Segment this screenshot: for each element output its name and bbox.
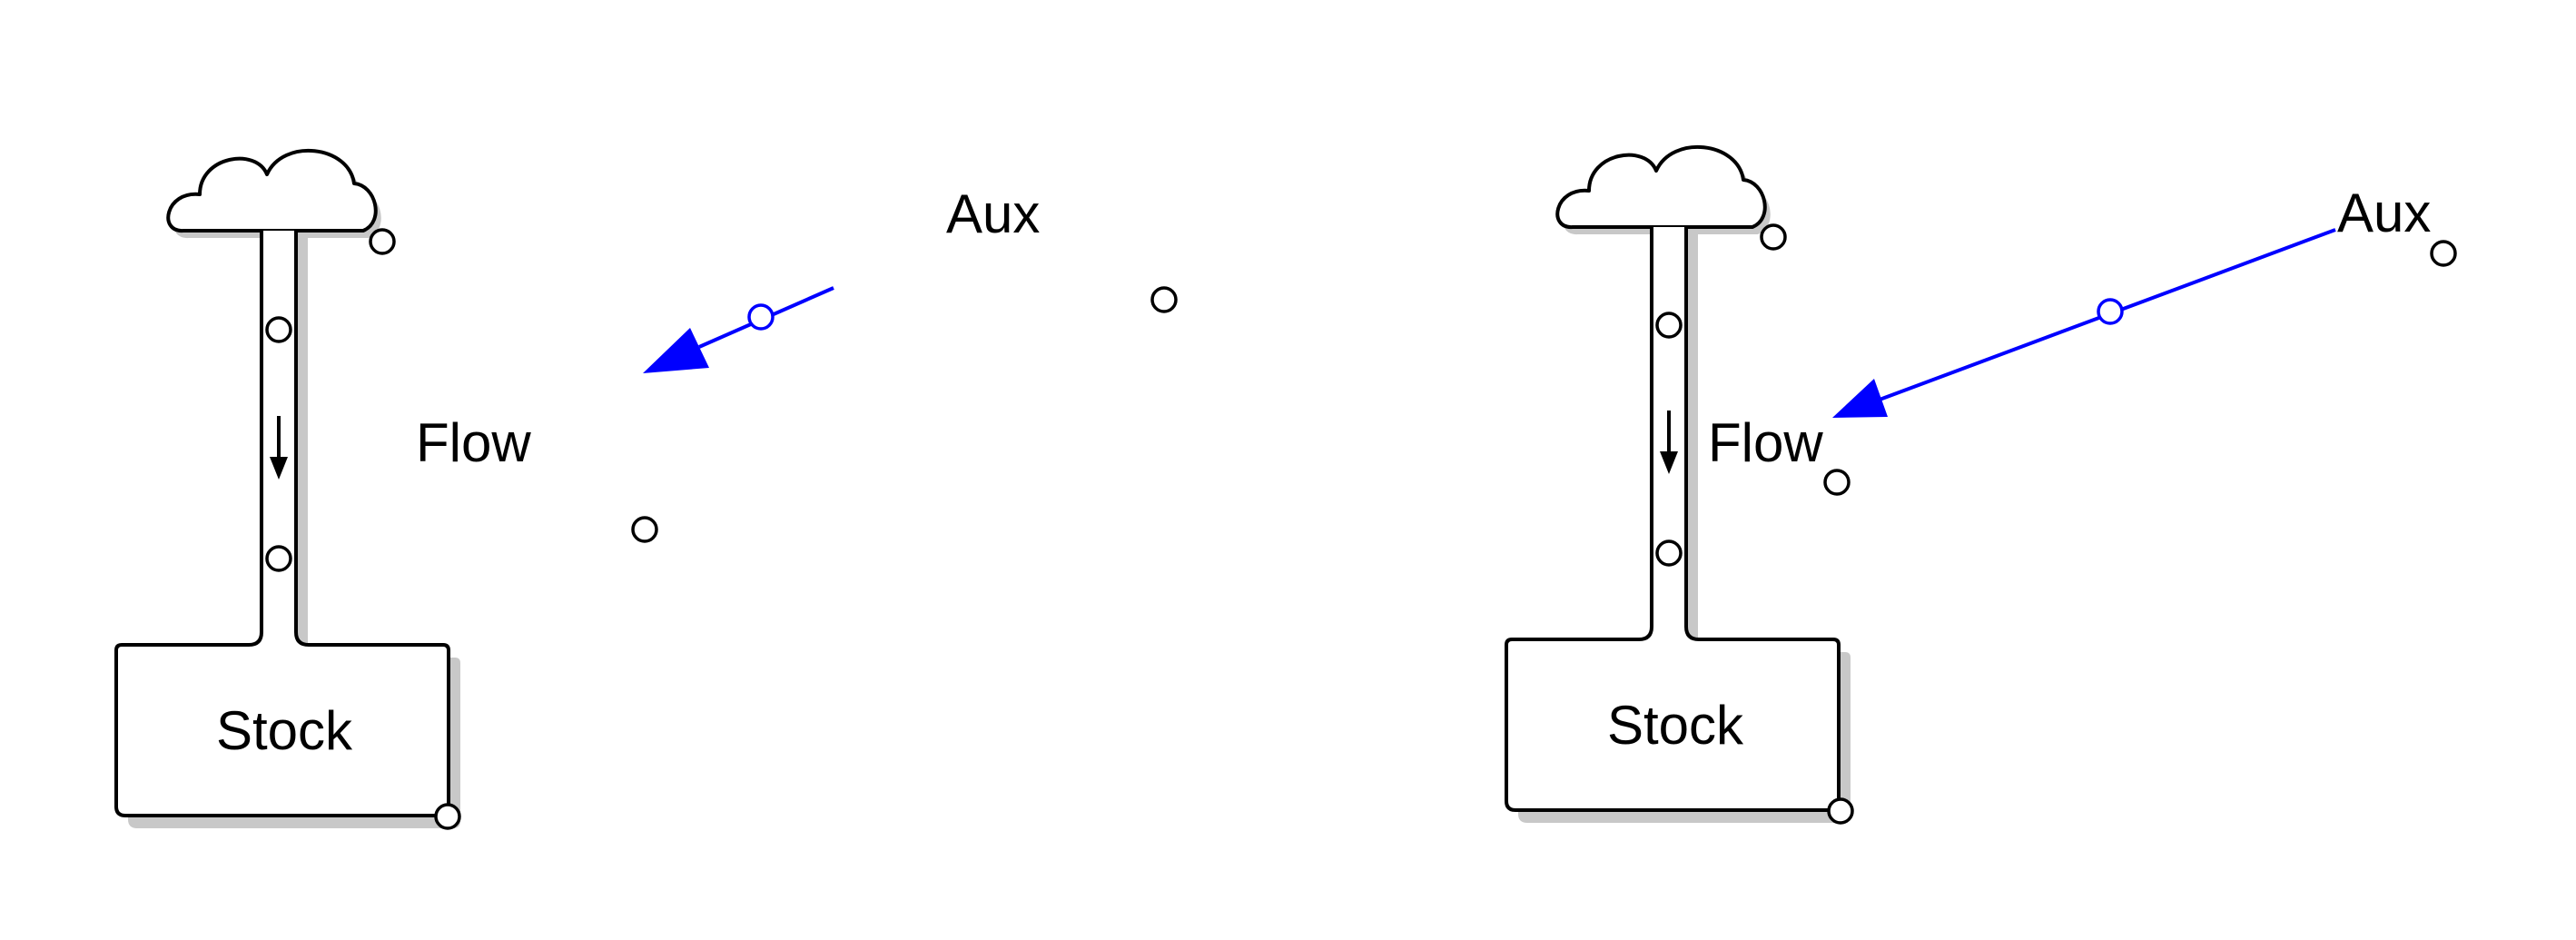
stock-label: Stock bbox=[216, 700, 353, 761]
stock-left[interactable]: Stock bbox=[114, 231, 460, 828]
cloud-source-left[interactable] bbox=[166, 148, 381, 239]
flow-pipe-handle-top[interactable] bbox=[1655, 312, 1683, 339]
stock-resize-handle[interactable] bbox=[434, 803, 461, 830]
flow-label-handle[interactable] bbox=[631, 516, 658, 543]
flow-label-handle[interactable] bbox=[1823, 469, 1851, 496]
link-arrow-left[interactable] bbox=[643, 286, 834, 373]
flow-pipe-handle-bottom[interactable] bbox=[1655, 539, 1683, 567]
flow-pipe-handle-bottom[interactable] bbox=[265, 545, 292, 572]
aux-label[interactable]: Aux bbox=[2337, 183, 2431, 243]
link-midpoint-handle[interactable] bbox=[2097, 298, 2124, 325]
flow-label[interactable]: Flow bbox=[416, 412, 531, 473]
flow-label[interactable]: Flow bbox=[1708, 412, 1823, 473]
stock-resize-handle[interactable] bbox=[1827, 797, 1854, 825]
flow-direction-arrow-icon bbox=[1660, 411, 1678, 474]
cloud-resize-handle[interactable] bbox=[1760, 223, 1787, 251]
cloud-source-right[interactable] bbox=[1555, 144, 1771, 235]
stock-right[interactable]: Stock bbox=[1505, 227, 1851, 823]
aux-label-handle[interactable] bbox=[1150, 286, 1178, 313]
aux-label[interactable]: Aux bbox=[946, 183, 1040, 244]
flow-direction-arrow-icon bbox=[270, 416, 288, 480]
flow-pipe-handle-top[interactable] bbox=[265, 316, 292, 343]
diagram-left: Stock Flow Aux bbox=[114, 148, 1178, 830]
link-arrow-right[interactable] bbox=[1832, 228, 2336, 418]
diagram-right: Stock Flow Aux bbox=[1505, 144, 2457, 825]
aux-label-handle[interactable] bbox=[2430, 240, 2457, 267]
link-midpoint-handle[interactable] bbox=[747, 303, 775, 331]
cloud-resize-handle[interactable] bbox=[369, 228, 396, 255]
stock-label: Stock bbox=[1607, 695, 1744, 756]
